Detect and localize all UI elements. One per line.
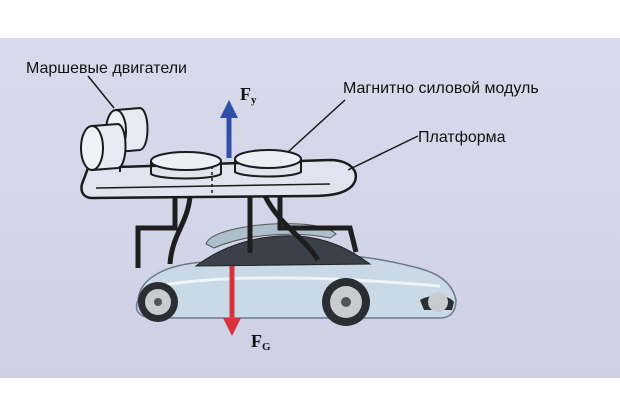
arrow-down-icon <box>223 266 241 336</box>
force-lift-label: Fy <box>240 84 257 106</box>
leader-lines <box>87 75 419 171</box>
car-highlight <box>149 276 441 290</box>
support-frame <box>135 194 359 268</box>
arrow-up-icon <box>220 100 238 158</box>
flying-platform-diagram <box>80 75 457 336</box>
magnetic-modules <box>150 149 302 180</box>
label-engines: Маршевые двигатели <box>26 60 187 77</box>
car <box>135 223 457 326</box>
label-platform: Платформа <box>418 129 506 146</box>
force-gravity-label: FG <box>251 331 271 353</box>
platform <box>80 158 358 200</box>
label-magnetic-module: Магнитно силовой модуль <box>343 80 539 97</box>
engines <box>80 106 149 172</box>
